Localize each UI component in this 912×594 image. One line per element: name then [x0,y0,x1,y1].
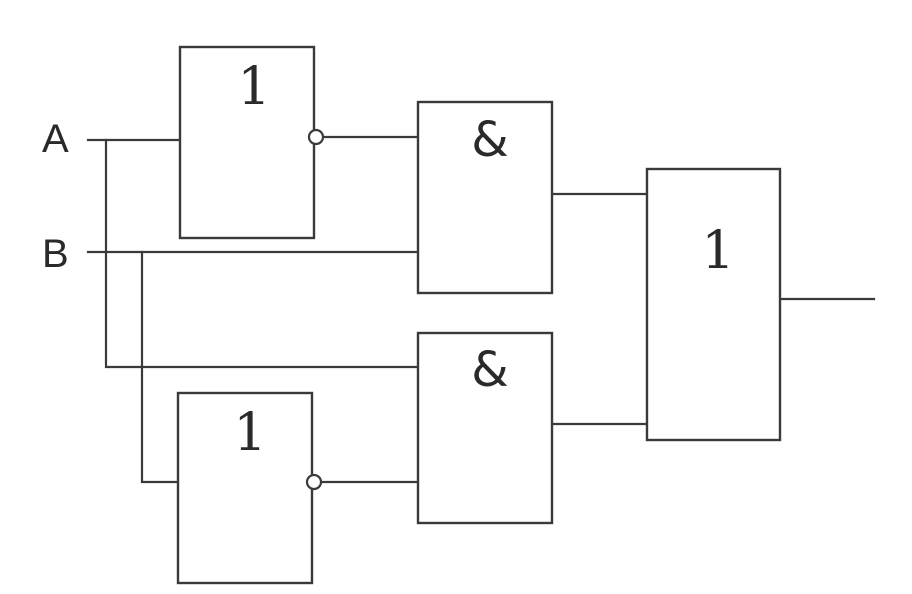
not-gate-bottom-inverter-bubble [305,473,323,491]
and-gate-top-symbol: & [471,112,508,168]
not-gate-bottom: 1 [176,391,323,585]
wires [86,135,876,484]
not-gate-bottom-symbol: 1 [233,403,266,463]
or-gate-box [645,167,782,442]
or-gate-symbol: 1 [701,221,734,281]
and-gate-bottom-symbol: & [471,342,508,398]
wire-a-to-and-bottom [104,138,420,369]
not-gate-top-symbol: 1 [237,57,270,117]
not-gate-top: 1 [178,45,325,240]
and-gate-bottom-box [416,331,554,525]
and-gate-top: & [416,100,554,295]
input-b-label: B [42,232,69,276]
wire-b-to-not-bottom [140,250,180,484]
not-gate-top-inverter-bubble [307,128,325,146]
or-gate: 1 [645,167,782,442]
not-gate-bottom-box [176,391,314,585]
input-a-label: A [42,117,69,161]
and-gate-bottom: & [416,331,554,525]
and-gate-top-box [416,100,554,295]
